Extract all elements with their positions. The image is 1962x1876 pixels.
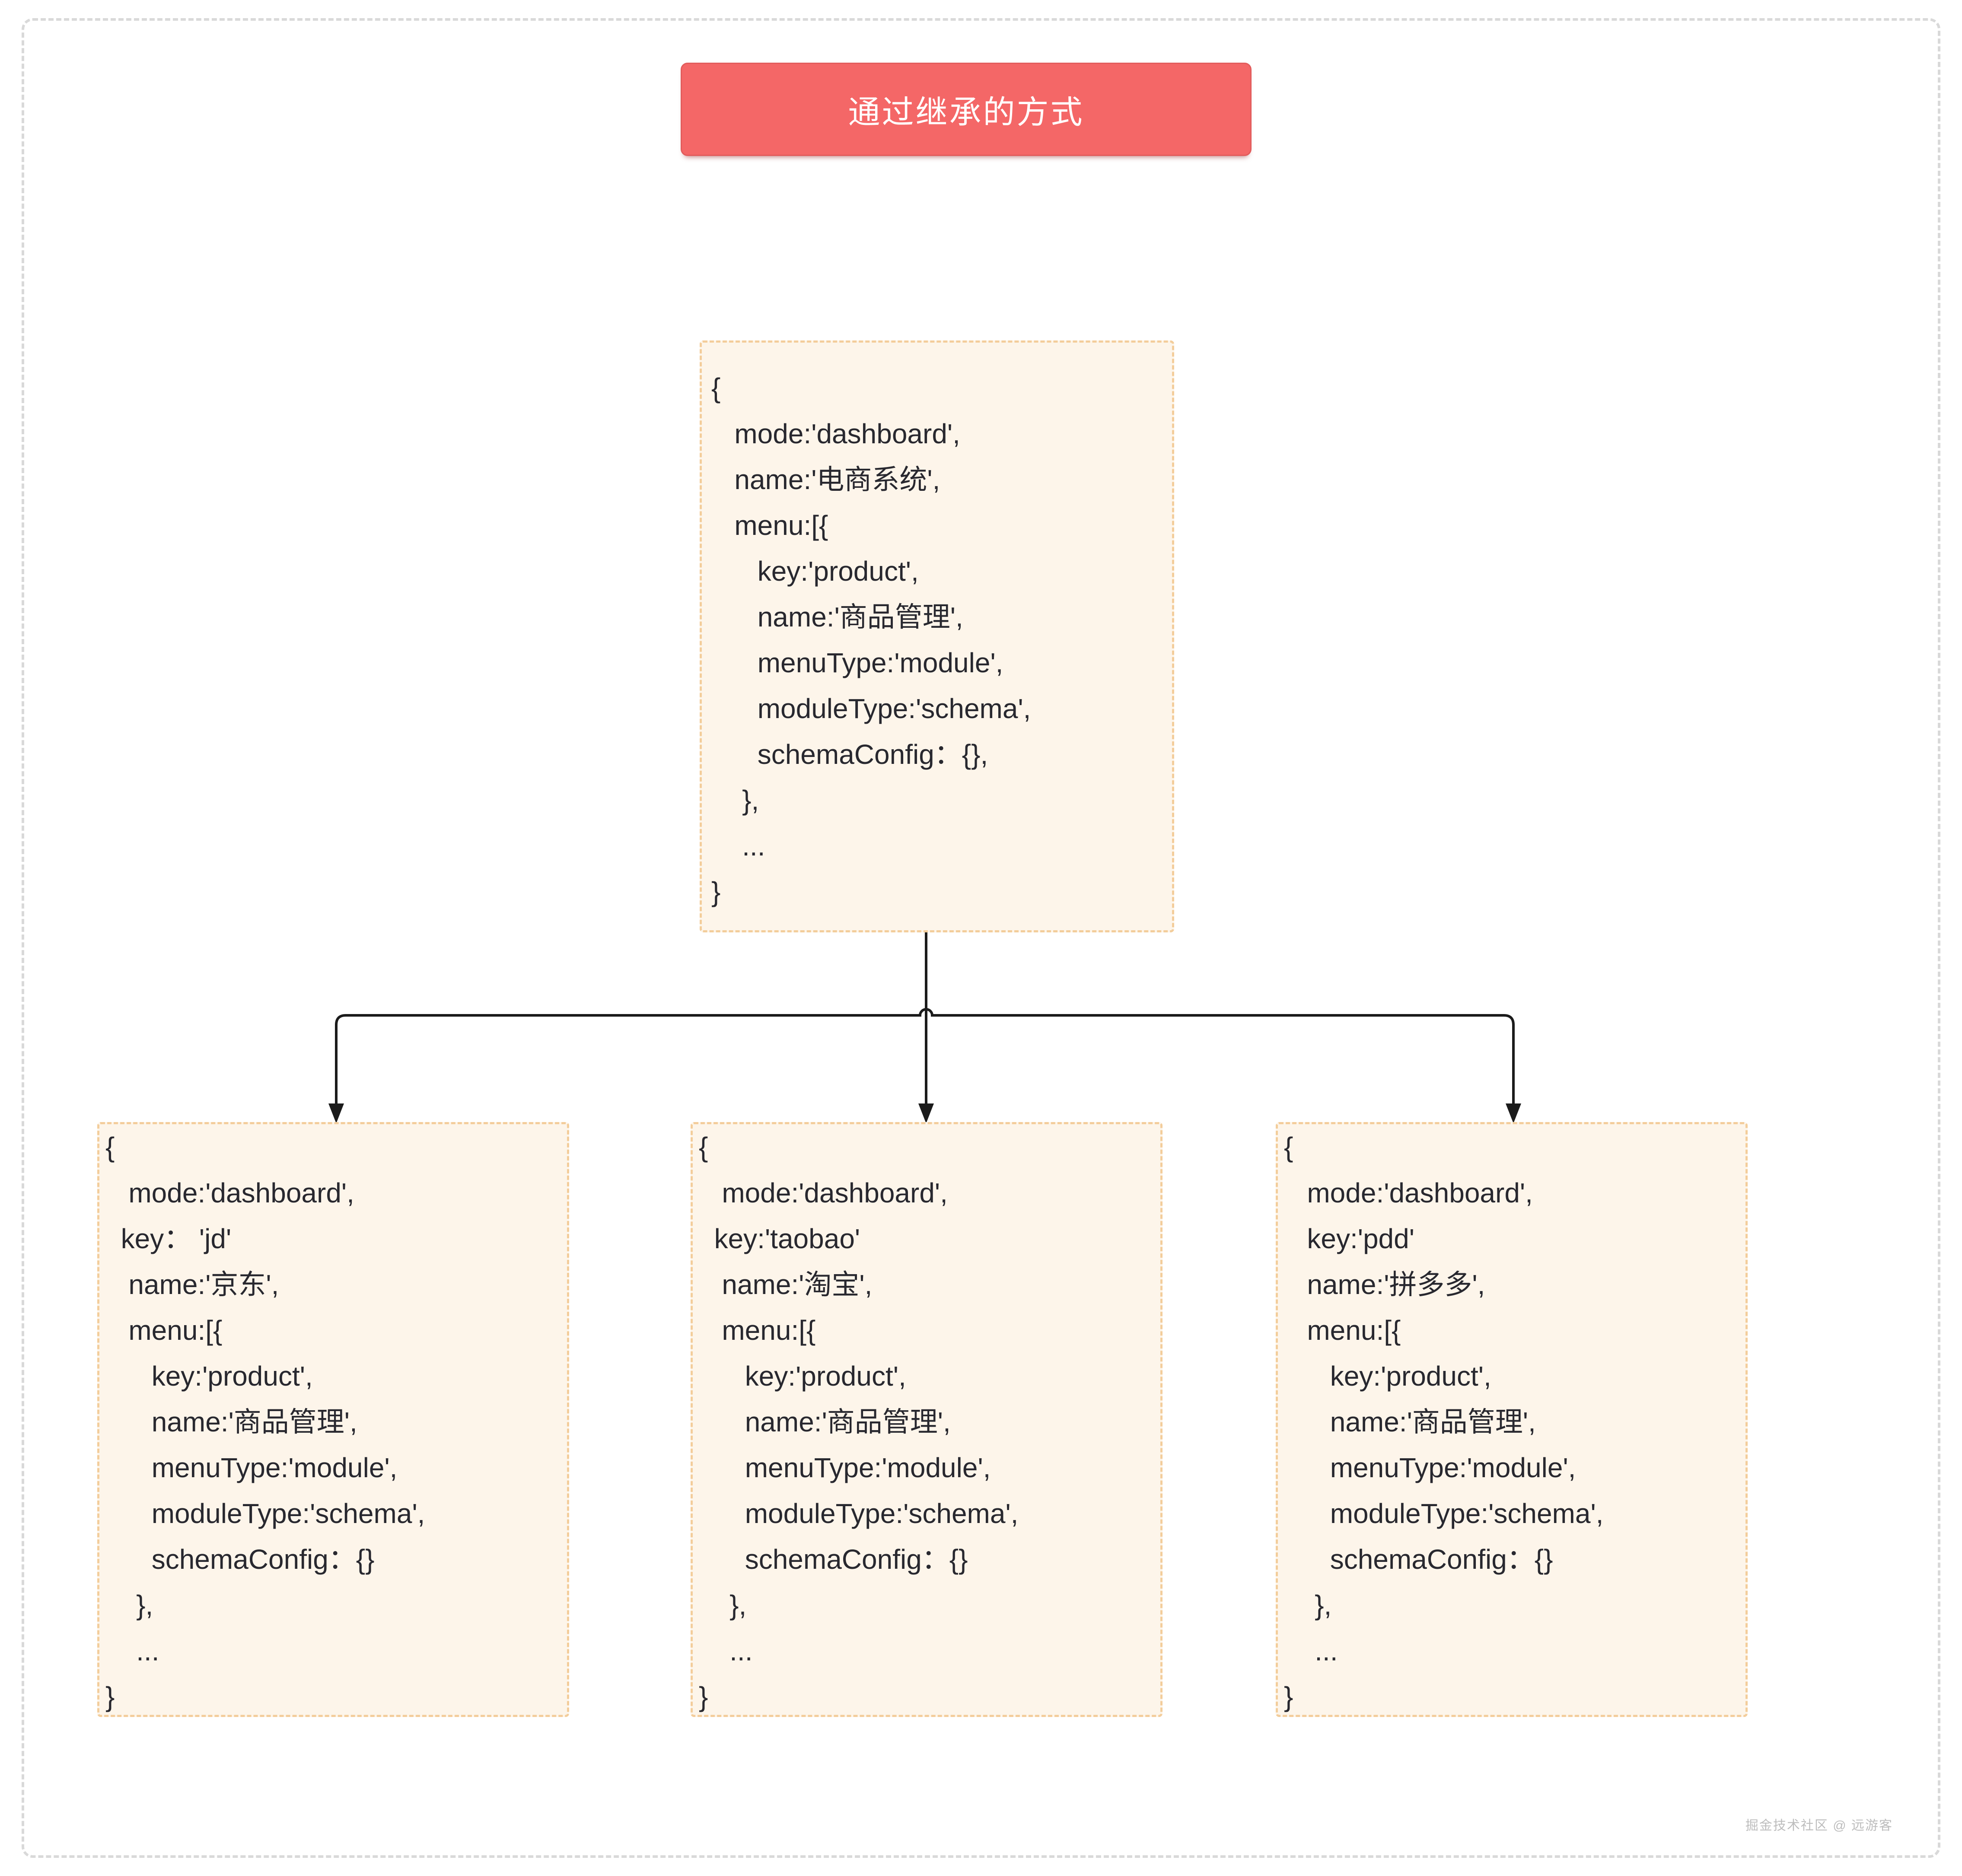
code-line: schemaConfig：{}	[699, 1544, 968, 1575]
code-line: ...	[699, 1635, 753, 1666]
code-line: ...	[711, 830, 765, 862]
code-line: }	[1284, 1681, 1293, 1712]
code-line: menuType:'module',	[105, 1452, 398, 1483]
code-line: moduleType:'schema',	[711, 693, 1031, 724]
code-line: },	[699, 1590, 747, 1621]
code-line: menuType:'module',	[1284, 1452, 1576, 1483]
code-line: key:'product',	[1284, 1361, 1491, 1392]
code-line: name:'商品管理',	[699, 1406, 951, 1437]
code-line: ...	[1284, 1635, 1338, 1666]
code-line: }	[105, 1681, 115, 1712]
code-line: }	[699, 1681, 708, 1712]
code-line: menuType:'module',	[699, 1452, 991, 1483]
code-line: mode:'dashboard',	[105, 1177, 354, 1208]
code-line: {	[1284, 1132, 1293, 1163]
code-line: },	[105, 1590, 153, 1621]
arrowhead-right	[1506, 1103, 1521, 1123]
code-line: name:'京东',	[105, 1269, 279, 1300]
code-line: },	[711, 785, 759, 816]
code-line: },	[1284, 1590, 1332, 1621]
code-line: {	[711, 372, 721, 404]
code-line: menu:[{	[1284, 1315, 1401, 1346]
code-line: name:'商品管理',	[105, 1406, 357, 1437]
code-line: mode:'dashboard',	[699, 1177, 948, 1208]
code-line: key： 'jd'	[105, 1223, 232, 1254]
code-line: schemaConfig：{}	[1284, 1544, 1553, 1575]
code-line: name:'商品管理',	[711, 601, 963, 633]
parent-config-box: { mode:'dashboard', name:'电商系统', menu:[{…	[700, 340, 1174, 932]
arrowhead-center	[918, 1103, 934, 1123]
code-line: name:'淘宝',	[699, 1269, 873, 1300]
code-line: key:'pdd'	[1284, 1223, 1414, 1254]
code-line: name:'电商系统',	[711, 464, 940, 495]
code-line: menu:[{	[105, 1315, 223, 1346]
code-line: name:'拼多多',	[1284, 1269, 1485, 1300]
code-line: mode:'dashboard',	[711, 418, 960, 449]
code-line: menu:[{	[699, 1315, 816, 1346]
child-config-box-pdd: { mode:'dashboard', key:'pdd' name:'拼多多'…	[1276, 1122, 1748, 1717]
title-node: 通过继承的方式	[681, 63, 1252, 156]
code-line: moduleType:'schema',	[105, 1498, 425, 1529]
title-label: 通过继承的方式	[848, 94, 1084, 130]
code-line: key:'product',	[699, 1361, 906, 1392]
code-line: moduleType:'schema',	[699, 1498, 1019, 1529]
code-line: schemaConfig：{}	[105, 1544, 375, 1575]
arrowhead-left	[328, 1103, 344, 1123]
code-line: schemaConfig：{},	[711, 739, 988, 770]
code-line: {	[105, 1132, 115, 1163]
code-line: }	[711, 876, 721, 907]
child-config-box-jd: { mode:'dashboard', key： 'jd' name:'京东',…	[97, 1122, 569, 1717]
code-line: ...	[105, 1635, 159, 1666]
connector-branch-line	[335, 1008, 1515, 1109]
child-config-box-taobao: { mode:'dashboard', key:'taobao' name:'淘…	[691, 1122, 1163, 1717]
code-line: name:'商品管理',	[1284, 1406, 1536, 1437]
code-line: key:'product',	[105, 1361, 313, 1392]
code-line: mode:'dashboard',	[1284, 1177, 1533, 1208]
code-line: menuType:'module',	[711, 647, 1003, 678]
code-line: key:'taobao'	[699, 1223, 860, 1254]
watermark: 掘金技术社区 @ 远游客	[1745, 1819, 1893, 1833]
code-line: {	[699, 1132, 708, 1163]
code-line: moduleType:'schema',	[1284, 1498, 1604, 1529]
code-line: menu:[{	[711, 510, 828, 541]
code-line: key:'product',	[711, 556, 919, 587]
